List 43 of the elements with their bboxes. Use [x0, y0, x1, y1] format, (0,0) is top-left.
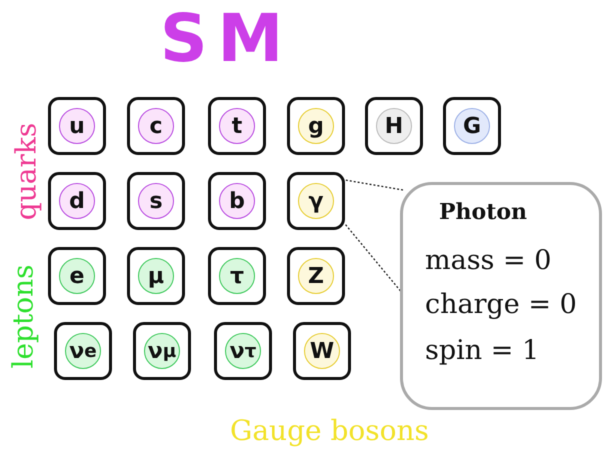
particle-symbol: Z — [298, 258, 334, 294]
particle-symbol: b — [219, 183, 255, 219]
particle-symbol: μ — [138, 258, 174, 294]
particle-tile — [48, 247, 106, 305]
particle-tile — [48, 97, 106, 155]
particle-tile — [127, 172, 185, 230]
particle-symbol: W — [304, 333, 340, 369]
leader-line — [344, 179, 404, 191]
particle-symbol: τ — [219, 258, 255, 294]
particle-tile — [208, 247, 266, 305]
particle-symbol: c — [138, 108, 174, 144]
particle-tile — [287, 97, 345, 155]
particle-symbol: γ — [298, 183, 334, 219]
particle-tile — [133, 322, 191, 380]
particle-tile — [48, 172, 106, 230]
particle-symbol: d — [59, 183, 95, 219]
particle-symbol: t — [219, 108, 255, 144]
callout-heading: Photon — [439, 199, 528, 225]
particle-tile — [287, 247, 345, 305]
group-label: leptons — [6, 264, 40, 370]
particle-tile — [208, 97, 266, 155]
group-label: quarks — [10, 122, 42, 222]
property-text: mass = 0 — [425, 245, 552, 276]
particle-tile — [214, 322, 272, 380]
property-text: charge = 0 — [425, 289, 577, 320]
particle-symbol: u — [59, 108, 95, 144]
particle-symbol: g — [298, 108, 334, 144]
particle-symbol: s — [138, 183, 174, 219]
particle-symbol: e — [59, 258, 95, 294]
particle-tile — [293, 322, 351, 380]
particle-tile — [208, 172, 266, 230]
particle-tile — [127, 97, 185, 155]
particle-tile — [287, 172, 345, 230]
particle-tile — [54, 322, 112, 380]
diagram-title: SM — [160, 0, 294, 77]
particle-symbol: G — [454, 108, 490, 144]
particle-symbol: H — [376, 108, 412, 144]
group-label: Gauge bosons — [230, 414, 429, 447]
particle-tile — [443, 97, 501, 155]
particle-tile — [365, 97, 423, 155]
particle-tile — [127, 247, 185, 305]
callout-box — [400, 182, 602, 410]
property-text: spin = 1 — [425, 335, 540, 366]
